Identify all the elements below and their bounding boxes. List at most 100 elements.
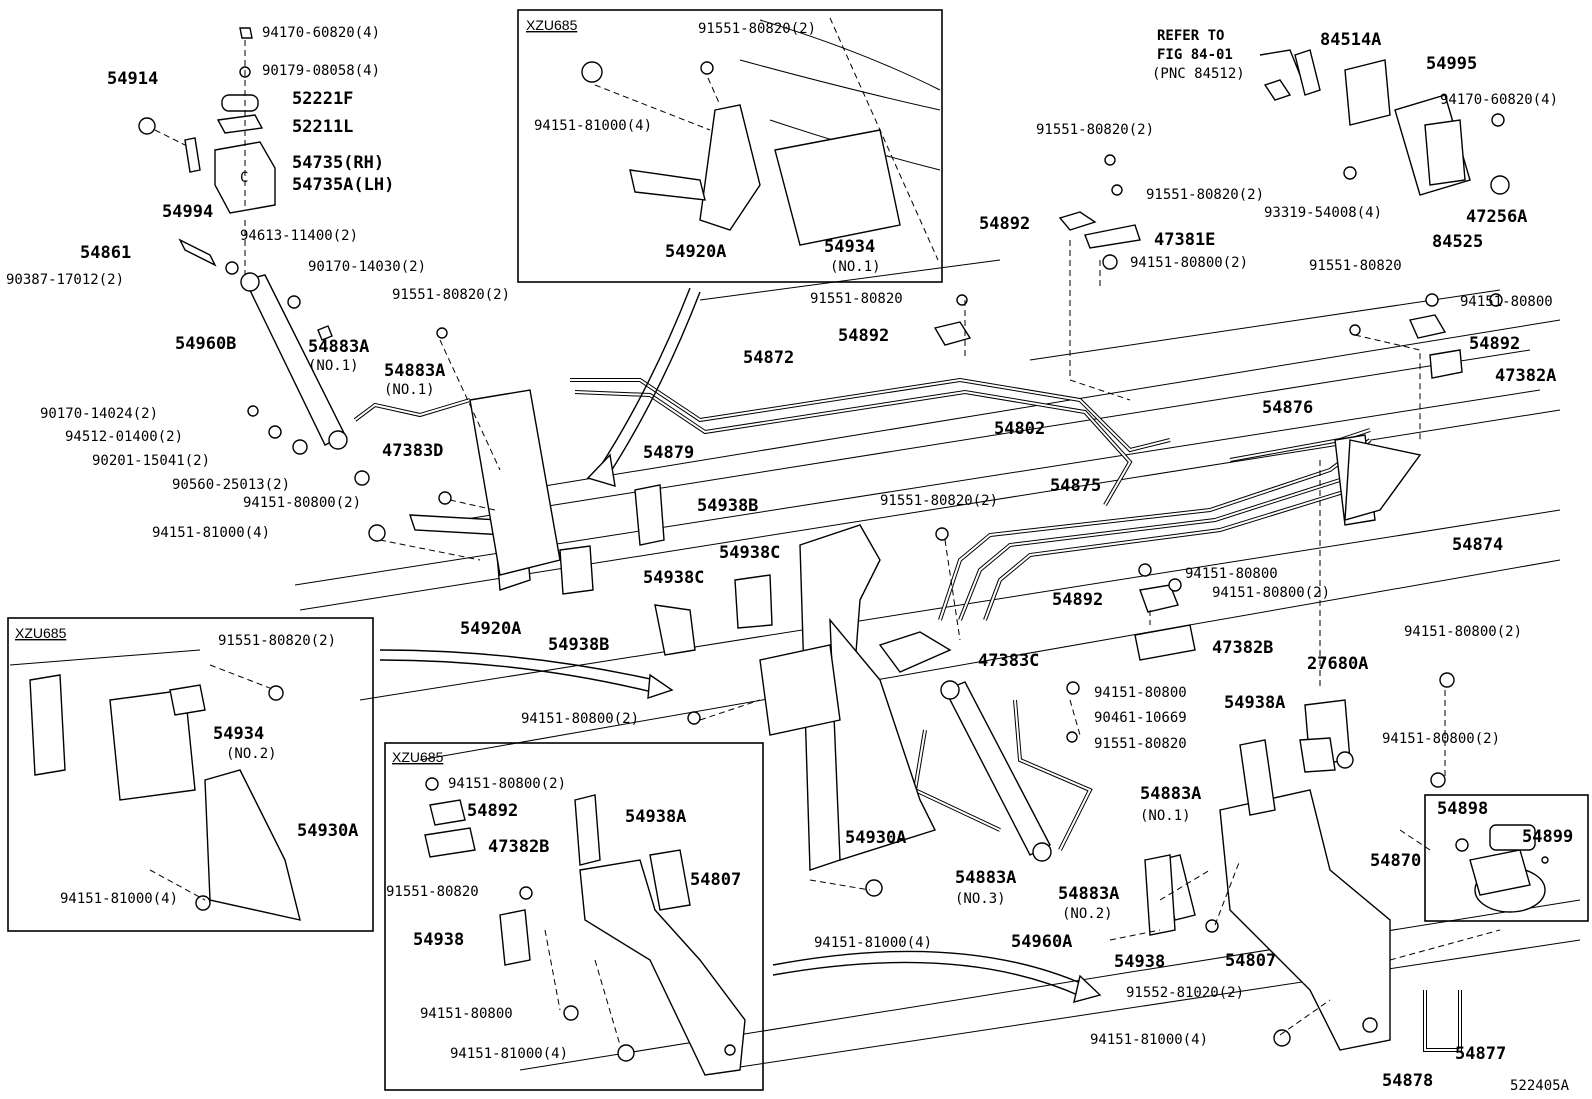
part-label: (NO.2) <box>226 746 277 762</box>
relay-54735: C <box>138 27 333 341</box>
inset-box-top: XZU685 <box>517 9 943 283</box>
part-label: 94151-80800 <box>1185 566 1278 582</box>
part-label: 54735A(LH) <box>292 175 394 195</box>
part-label: 94151-81000(4) <box>152 525 270 541</box>
part-label: 91551-80820 <box>1094 736 1187 752</box>
part-label: 94151-80800(2) <box>1212 585 1330 601</box>
part-label: (NO.3) <box>955 891 1006 907</box>
part-label: 90560-25013(2) <box>172 477 290 493</box>
part-label: 54920A <box>665 242 726 262</box>
bracket-54930a-main <box>759 524 936 871</box>
part-label: 94151-81000(4) <box>534 118 652 134</box>
part-label: 94613-11400(2) <box>240 228 358 244</box>
part-label: 54938A <box>1224 693 1285 713</box>
inset-box-bottom: XZU685 <box>384 742 764 1091</box>
part-label: 54878 <box>1382 1071 1433 1091</box>
sensor-84514a <box>1259 49 1321 101</box>
part-label: 94170-60820(4) <box>262 25 380 41</box>
part-label: 93319-54008(4) <box>1264 205 1382 221</box>
part-label: 54938 <box>1114 952 1165 972</box>
part-label: (NO.1) <box>384 382 435 398</box>
part-label: 54938C <box>643 568 704 588</box>
part-label: 90170-14030(2) <box>308 259 426 275</box>
callout-arrows <box>379 287 1102 1003</box>
part-label: 94170-60820(4) <box>1440 92 1558 108</box>
part-label: 54914 <box>107 69 158 89</box>
part-label: 54892 <box>1052 590 1103 610</box>
stabilizer-strut-54960b <box>240 272 348 450</box>
part-label: 94151-81000(4) <box>450 1046 568 1062</box>
part-label: 54892 <box>467 801 518 821</box>
pump-54870 <box>1424 794 1589 922</box>
part-label: 54930A <box>297 821 358 841</box>
part-label: 94151-81000(4) <box>814 935 932 951</box>
part-label: 54883A <box>384 361 445 381</box>
part-label: 47383C <box>978 651 1039 671</box>
part-label: 94151-80800(2) <box>521 711 639 727</box>
clamp-assembly-54995 <box>1344 59 1510 196</box>
part-label: (NO.1) <box>308 358 359 374</box>
part-labels: 94170-60820(4) 90179-08058(4) 52221F 522… <box>6 21 1573 1091</box>
part-label: 84525 <box>1432 232 1483 252</box>
part-label: 54938A <box>625 807 686 827</box>
inset-title: XZU685 <box>526 17 578 33</box>
bracket-54874 <box>1334 434 1422 526</box>
stabilizer-strut-54960a <box>940 680 1052 862</box>
part-label: 91552-81020(2) <box>1126 985 1244 1001</box>
part-label: (NO.1) <box>830 259 881 275</box>
part-label: 54920A <box>460 619 521 639</box>
part-label: 94151-80800 <box>1460 294 1553 310</box>
part-label: 47381E <box>1154 230 1215 250</box>
part-label: 91551-80820(2) <box>880 493 998 509</box>
part-label: 91551-80820 <box>810 291 903 307</box>
valve-27680a <box>1299 699 1354 773</box>
part-label: 54861 <box>80 243 131 263</box>
part-label: 47382A <box>1495 366 1556 386</box>
reference-note: REFER TO FIG 84-01 (PNC 84512) <box>1152 28 1245 82</box>
part-label: 91551-80820(2) <box>218 633 336 649</box>
part-label: 54938C <box>719 543 780 563</box>
part-label: 54877 <box>1455 1044 1506 1064</box>
part-label: 94151-80800(2) <box>1382 731 1500 747</box>
part-label: 54934 <box>824 237 875 257</box>
reference-line: (PNC 84512) <box>1152 66 1245 82</box>
part-label: 47256A <box>1466 207 1527 227</box>
part-label: 54938B <box>697 496 758 516</box>
part-label: 54807 <box>1225 951 1276 971</box>
part-label: (NO.2) <box>1062 906 1113 922</box>
part-label: 54898 <box>1437 799 1488 819</box>
part-label: 94151-81000(4) <box>60 891 178 907</box>
part-label: 94151-80800 <box>420 1006 513 1022</box>
part-label: 54876 <box>1262 398 1313 418</box>
part-label: 47382B <box>488 837 549 857</box>
inset-title: XZU685 <box>392 749 444 765</box>
part-label: 90387-17012(2) <box>6 272 124 288</box>
svg-text:C: C <box>240 170 248 186</box>
part-label: 94151-81000(4) <box>1090 1032 1208 1048</box>
part-label: 54892 <box>838 326 889 346</box>
part-label: 90179-08058(4) <box>262 63 380 79</box>
part-label: 94512-01400(2) <box>65 429 183 445</box>
part-label: 54883A <box>308 337 369 357</box>
clamp-parts-center <box>559 211 1463 936</box>
bracket-54920a <box>409 389 561 591</box>
part-label: 54883A <box>1140 784 1201 804</box>
bracket-54807-main <box>1159 739 1391 1051</box>
reference-line: REFER TO <box>1157 28 1224 44</box>
reference-line: FIG 84-01 <box>1157 47 1233 63</box>
part-label: 54874 <box>1452 535 1503 555</box>
part-label: 94151-80800(2) <box>243 495 361 511</box>
part-label: 90461-10669 <box>1094 710 1187 726</box>
part-label: 94151-80800 <box>1094 685 1187 701</box>
part-label: 94151-80800(2) <box>1130 255 1248 271</box>
dashed-leaders <box>154 40 1501 1036</box>
fasteners <box>247 113 1505 1047</box>
part-label: 54938 <box>413 930 464 950</box>
part-label: 91551-80820(2) <box>392 287 510 303</box>
part-label: 54883A <box>955 868 1016 888</box>
part-label: (NO.1) <box>1140 808 1191 824</box>
part-label: 54735(RH) <box>292 153 384 173</box>
part-label: 54870 <box>1370 851 1421 871</box>
part-label: 84514A <box>1320 30 1381 50</box>
part-label: 90201-15041(2) <box>92 453 210 469</box>
